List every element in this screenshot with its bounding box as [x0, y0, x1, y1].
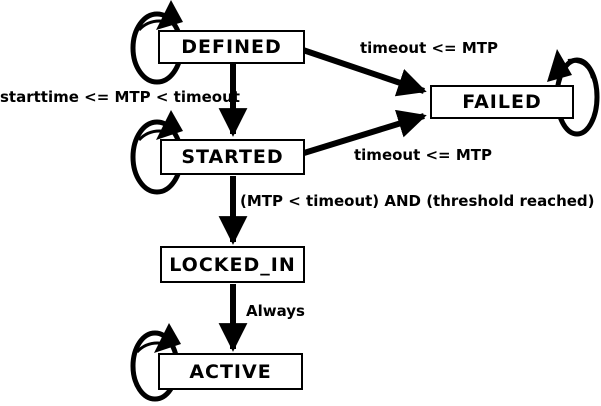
- self-loop-hook-active: [135, 341, 167, 354]
- state-label-started: STARTED: [181, 146, 284, 168]
- self-loop-arrowhead-active: [154, 323, 181, 353]
- transition-label-defined-failed: timeout <= MTP: [360, 39, 499, 57]
- self-loop-hook-defined: [137, 19, 169, 32]
- transition-label-locked-in-active: Always: [246, 302, 305, 320]
- self-loop-arrowhead-started: [156, 110, 183, 140]
- state-box-active: ACTIVE: [158, 353, 303, 390]
- state-box-started: STARTED: [160, 139, 305, 175]
- self-loop-hook-failed: [567, 58, 595, 79]
- transition-label-started-failed: timeout <= MTP: [354, 146, 493, 164]
- transition-label-started-locked-in: (MTP < timeout) AND (threshold reached): [240, 192, 595, 210]
- state-label-failed: FAILED: [462, 91, 542, 113]
- state-box-defined: DEFINED: [158, 30, 305, 64]
- transition-label-defined-started: starttime <= MTP < timeout: [0, 88, 240, 106]
- self-loop-arrowhead-failed: [547, 49, 572, 82]
- state-label-active: ACTIVE: [189, 360, 272, 383]
- state-label-locked-in: LOCKED_IN: [169, 253, 296, 276]
- self-loop-arrowhead-defined: [156, 0, 183, 30]
- state-box-locked-in: LOCKED_IN: [160, 246, 305, 283]
- state-label-defined: DEFINED: [181, 36, 282, 58]
- state-box-failed: FAILED: [430, 85, 574, 119]
